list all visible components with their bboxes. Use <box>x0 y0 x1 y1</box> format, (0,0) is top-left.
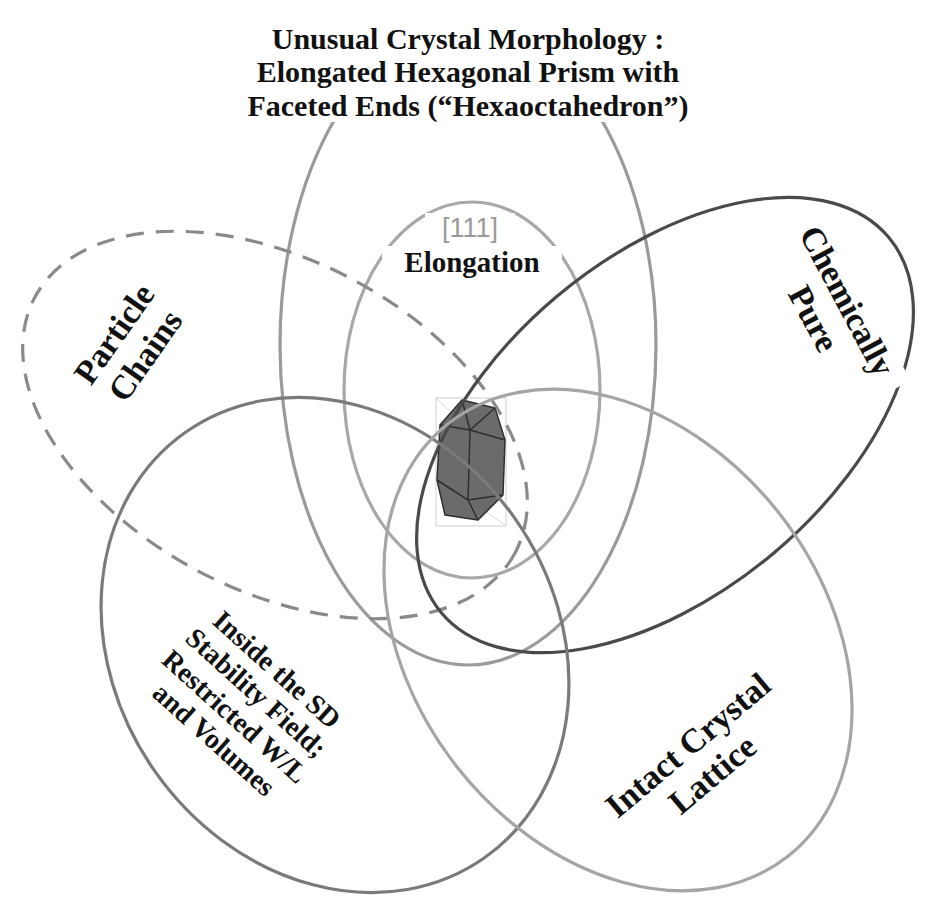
criterion-ellipse <box>333 109 941 742</box>
set-label: Particle Chains <box>53 258 207 433</box>
set-label: Elongation <box>382 246 562 278</box>
criterion-ellipse <box>287 297 941 897</box>
prism-edge <box>470 430 505 440</box>
criterion-ellipse <box>6 306 665 897</box>
set-label: Intact Crystal Lattice <box>578 649 822 871</box>
criterion-ellipse <box>0 152 593 699</box>
wireframe-box <box>436 398 506 526</box>
venn-set: Intact Crystal Lattice <box>343 365 893 897</box>
ellipse-outline <box>75 385 595 897</box>
set-label: Unusual Crystal Morphology : Elongated H… <box>233 22 703 123</box>
venn-set: Inside the SD Stability Field; Restricte… <box>75 385 595 897</box>
venn-set: [111]Elongation Unusual Crystal Morpholog… <box>148 25 788 665</box>
set-label: Inside the SD Stability Field; Restricte… <box>127 590 363 820</box>
direction-label: [111] <box>425 213 515 243</box>
hexagonal-prism <box>437 400 505 520</box>
